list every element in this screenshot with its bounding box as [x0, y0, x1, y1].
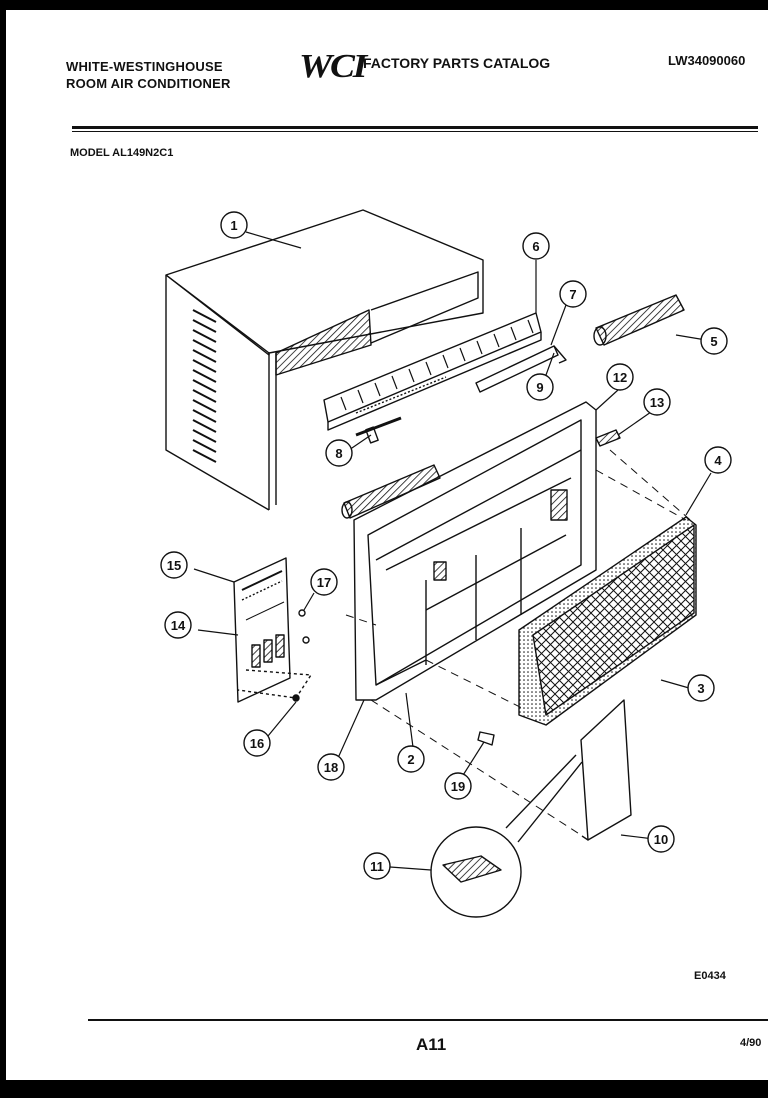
- catalog-sheet: WHITE-WESTINGHOUSE ROOM AIR CONDITIONER …: [6, 10, 768, 1080]
- assembly-lines: [345, 449, 697, 836]
- callouts: 1 2 3 4 5 6 7 8 9 10 11 12 13 14 15 16 1…: [160, 211, 732, 880]
- catalog-title: FACTORY PARTS CATALOG: [363, 55, 551, 71]
- wci-logo: WCI: [299, 48, 367, 85]
- brand-line-1: WHITE-WESTINGHOUSE: [66, 59, 223, 74]
- louver-assembly: [323, 312, 542, 431]
- svg-text:4: 4: [714, 453, 722, 468]
- callout-16: 16: [243, 729, 271, 757]
- callout-15: 15: [160, 551, 188, 579]
- callout-19: 19: [444, 772, 472, 800]
- filter-part-10: [580, 699, 632, 841]
- louver-blade-part-5: [593, 294, 685, 346]
- header-rule-bottom: [72, 131, 758, 132]
- callout-4: 4: [704, 446, 732, 474]
- svg-text:19: 19: [451, 779, 465, 794]
- svg-text:11: 11: [370, 859, 384, 874]
- louver-link-part-7: [475, 345, 567, 393]
- callout-11: 11: [363, 852, 391, 880]
- callout-5: 5: [700, 327, 728, 355]
- callout-8: 8: [325, 439, 353, 467]
- svg-text:16: 16: [250, 736, 264, 751]
- svg-text:6: 6: [532, 239, 539, 254]
- callout-17: 17: [310, 568, 338, 596]
- callout-1: 1: [220, 211, 248, 239]
- model-number: MODEL AL149N2C1: [70, 147, 174, 159]
- brand-line-2: ROOM AIR CONDITIONER: [66, 76, 231, 91]
- figure-code: E0434: [694, 970, 726, 982]
- front-grille: [518, 516, 697, 726]
- callout-14: 14: [164, 611, 192, 639]
- callout-6: 6: [522, 232, 550, 260]
- control-bar: [341, 429, 621, 519]
- svg-text:5: 5: [710, 334, 717, 349]
- callout-10: 10: [647, 825, 675, 853]
- header-rule-top: [72, 126, 758, 129]
- svg-text:15: 15: [167, 558, 181, 573]
- callout-3: 3: [687, 674, 715, 702]
- page-number: A11: [416, 1035, 447, 1054]
- leader-lines: [193, 231, 712, 871]
- svg-text:10: 10: [654, 832, 668, 847]
- front-panel-frame: [353, 401, 597, 701]
- cabinet-wrapper: [165, 209, 484, 511]
- document-number: LW34090060: [668, 53, 746, 68]
- footer-rule: [88, 1019, 768, 1021]
- svg-text:2: 2: [407, 752, 414, 767]
- svg-text:3: 3: [697, 681, 704, 696]
- svg-text:1: 1: [230, 218, 237, 233]
- svg-text:7: 7: [569, 287, 576, 302]
- catalog-date: 4/90: [740, 1037, 762, 1049]
- svg-text:14: 14: [171, 618, 186, 633]
- callout-2: 2: [397, 745, 425, 773]
- callout-9: 9: [526, 373, 554, 401]
- detail-magnifier: [430, 754, 583, 918]
- exploded-parts-diagram: 1 2 3 4 5 6 7 8 9 10 11 12 13 14 15 16 1…: [160, 209, 732, 918]
- louver-shaft-part-8: [355, 416, 402, 444]
- callout-7: 7: [559, 280, 587, 308]
- clip-part-19: [477, 731, 495, 746]
- svg-text:17: 17: [317, 575, 331, 590]
- svg-text:12: 12: [613, 370, 627, 385]
- svg-text:13: 13: [650, 395, 664, 410]
- callout-12: 12: [606, 363, 634, 391]
- callout-13: 13: [643, 388, 671, 416]
- control-board: [233, 557, 312, 703]
- svg-text:18: 18: [324, 760, 338, 775]
- callout-18: 18: [317, 753, 345, 781]
- svg-text:8: 8: [335, 446, 342, 461]
- svg-text:9: 9: [536, 380, 543, 395]
